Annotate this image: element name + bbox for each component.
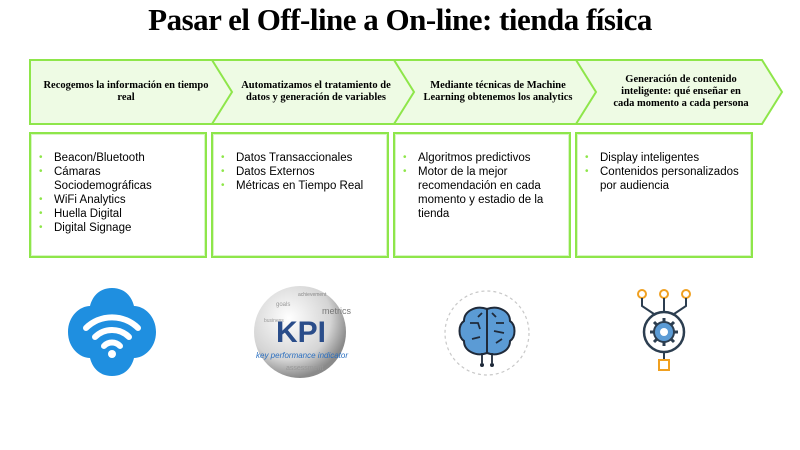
kpi-word-performance: key performance indicator	[256, 351, 348, 360]
step-1-list: Beacon/Bluetooth Cámaras Sociodemográfic…	[31, 134, 205, 235]
chevron-step-4	[574, 59, 784, 125]
step-2-list: Datos Transaccionales Datos Externos Mét…	[213, 134, 387, 193]
list-item: Huella Digital	[39, 207, 201, 221]
step-1-box: Beacon/Bluetooth Cámaras Sociodemográfic…	[29, 132, 207, 258]
brain-icon	[444, 290, 530, 376]
step-4-box: Display inteligentes Contenidos personal…	[575, 132, 753, 258]
list-item: Digital Signage	[39, 221, 201, 235]
list-item: Datos Externos	[221, 165, 383, 179]
step-3-list: Algoritmos predictivos Motor de la mejor…	[395, 134, 569, 221]
kpi-word-goals: goals	[276, 302, 290, 308]
list-item: Contenidos personalizados por audiencia	[585, 165, 747, 193]
step-1-label: Recogemos la información en tiempo real	[43, 80, 209, 103]
step-3-label: Mediante técnicas de Machine Learning ob…	[423, 80, 573, 103]
list-item: Datos Transaccionales	[221, 151, 383, 165]
gear-network-icon	[637, 289, 691, 371]
list-item: Cámaras Sociodemográficas	[39, 165, 201, 193]
list-item: Algoritmos predictivos	[403, 151, 565, 165]
kpi-main-text: KPI	[276, 316, 326, 349]
list-item: Display inteligentes	[585, 151, 747, 165]
kpi-word-metrics: metrics	[322, 306, 351, 316]
step-2-box: Datos Transaccionales Datos Externos Mét…	[211, 132, 389, 258]
process-chevrons	[29, 59, 784, 125]
kpi-word-business: business	[264, 318, 284, 324]
step-4-list: Display inteligentes Contenidos personal…	[577, 134, 751, 193]
list-item: Métricas en Tiempo Real	[221, 179, 383, 193]
kpi-sphere-icon: achievement metrics goals business KPI k…	[254, 286, 351, 378]
list-item: Motor de la mejor recomendación en cada …	[403, 165, 565, 221]
kpi-word-assessment: assessment	[286, 365, 323, 372]
kpi-word-achievement: achievement	[298, 292, 327, 298]
list-item: WiFi Analytics	[39, 193, 201, 207]
page-title: Pasar el Off-line a On-line: tienda físi…	[148, 2, 652, 37]
wifi-icon	[68, 288, 156, 376]
step-2-label: Automatizamos el tratamiento de datos y …	[241, 80, 391, 103]
step-3-box: Algoritmos predictivos Motor de la mejor…	[393, 132, 571, 258]
list-item: Beacon/Bluetooth	[39, 151, 201, 165]
step-4-label: Generación de contenido inteligente: qué…	[613, 74, 749, 109]
